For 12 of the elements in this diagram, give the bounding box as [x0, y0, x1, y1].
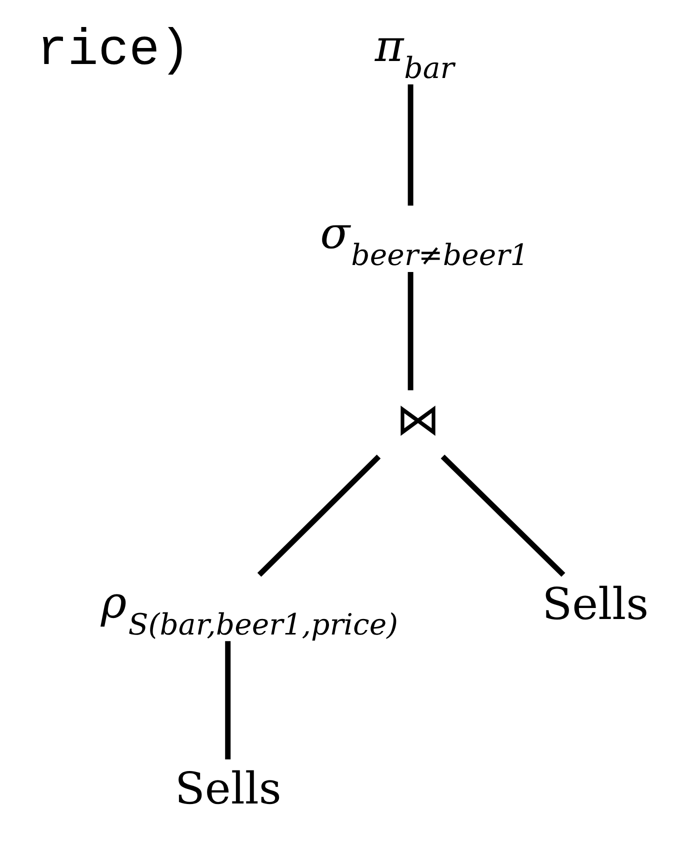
connector	[225, 641, 231, 760]
connector	[257, 454, 381, 577]
node-text: π$_{bar}$	[374, 20, 454, 85]
label: rice)	[36, 22, 190, 80]
connector	[440, 454, 566, 577]
node-text: σ$_{beer≠beer1}$	[320, 208, 529, 272]
connector	[408, 84, 414, 206]
connector	[408, 272, 414, 390]
node-text: ρ$_{S(bar,beer1,price)}$	[100, 577, 398, 642]
node-text: ⋈	[396, 394, 440, 446]
node-text: Sells	[542, 579, 649, 630]
node-text: Sells	[174, 764, 282, 815]
